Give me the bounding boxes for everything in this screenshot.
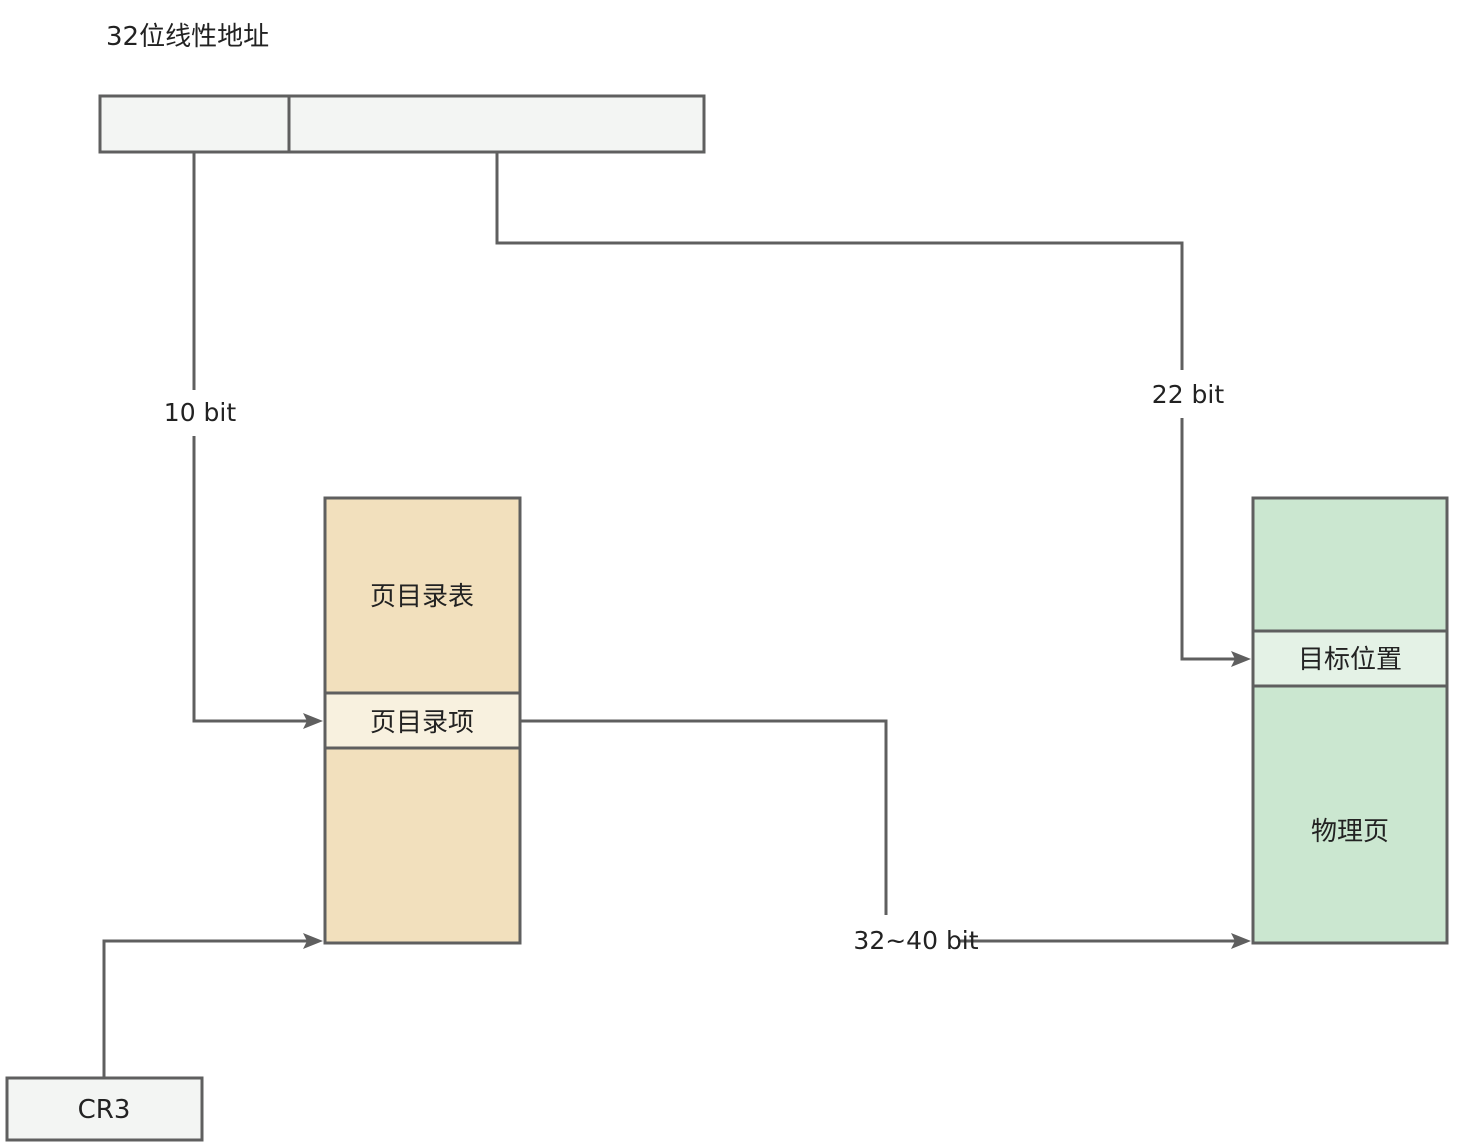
cr3-label: CR3 bbox=[78, 1095, 131, 1125]
target-position-label: 目标位置 bbox=[1298, 645, 1402, 675]
ten-bit-index-connector: 10 bit bbox=[160, 152, 323, 729]
physical-page-address-connector: 32~40 bit bbox=[520, 719, 1251, 955]
diagram-title: 32位线性地址 bbox=[106, 22, 269, 52]
twenty-two-bit-offset-connector: 22 bit bbox=[495, 152, 1251, 667]
cr3-arrowhead bbox=[303, 933, 323, 949]
twenty-two-bit-offset-arrowhead bbox=[1231, 651, 1251, 667]
twenty-two-bit-offset-label: 22 bit bbox=[1152, 380, 1225, 409]
linear-address-bar bbox=[98, 94, 706, 154]
physical-page-label: 物理页 bbox=[1311, 817, 1389, 847]
twenty-two-bit-offset-label-background bbox=[1146, 370, 1232, 418]
physical-page-address-path bbox=[520, 719, 888, 915]
physical-page-address-arrowhead bbox=[1231, 933, 1251, 949]
ten-bit-index-path bbox=[192, 152, 309, 723]
linear-address-low-field bbox=[287, 94, 706, 154]
page-directory-entry-label: 页目录项 bbox=[370, 708, 474, 738]
page-directory-table: 页目录表 页目录项 bbox=[323, 496, 522, 945]
cr3-path bbox=[102, 939, 309, 1078]
page-directory-table-label: 页目录表 bbox=[370, 582, 474, 612]
ten-bit-index-label: 10 bit bbox=[164, 398, 237, 427]
target-position-box bbox=[1251, 629, 1449, 688]
cr3-connector bbox=[102, 933, 323, 1078]
physical-page-box bbox=[1251, 496, 1449, 945]
cr3-register: CR3 bbox=[5, 1076, 204, 1142]
twenty-two-bit-offset-path bbox=[495, 152, 1237, 661]
cr3-box bbox=[5, 1076, 204, 1142]
ten-bit-index-arrowhead bbox=[303, 713, 323, 729]
linear-address-high-field bbox=[98, 94, 291, 154]
physical-page: 目标位置 物理页 bbox=[1251, 496, 1449, 945]
page-directory-entry-box bbox=[323, 691, 522, 750]
ten-bit-index-label-background bbox=[160, 390, 242, 436]
physical-page-address-label: 32~40 bit bbox=[853, 926, 978, 955]
